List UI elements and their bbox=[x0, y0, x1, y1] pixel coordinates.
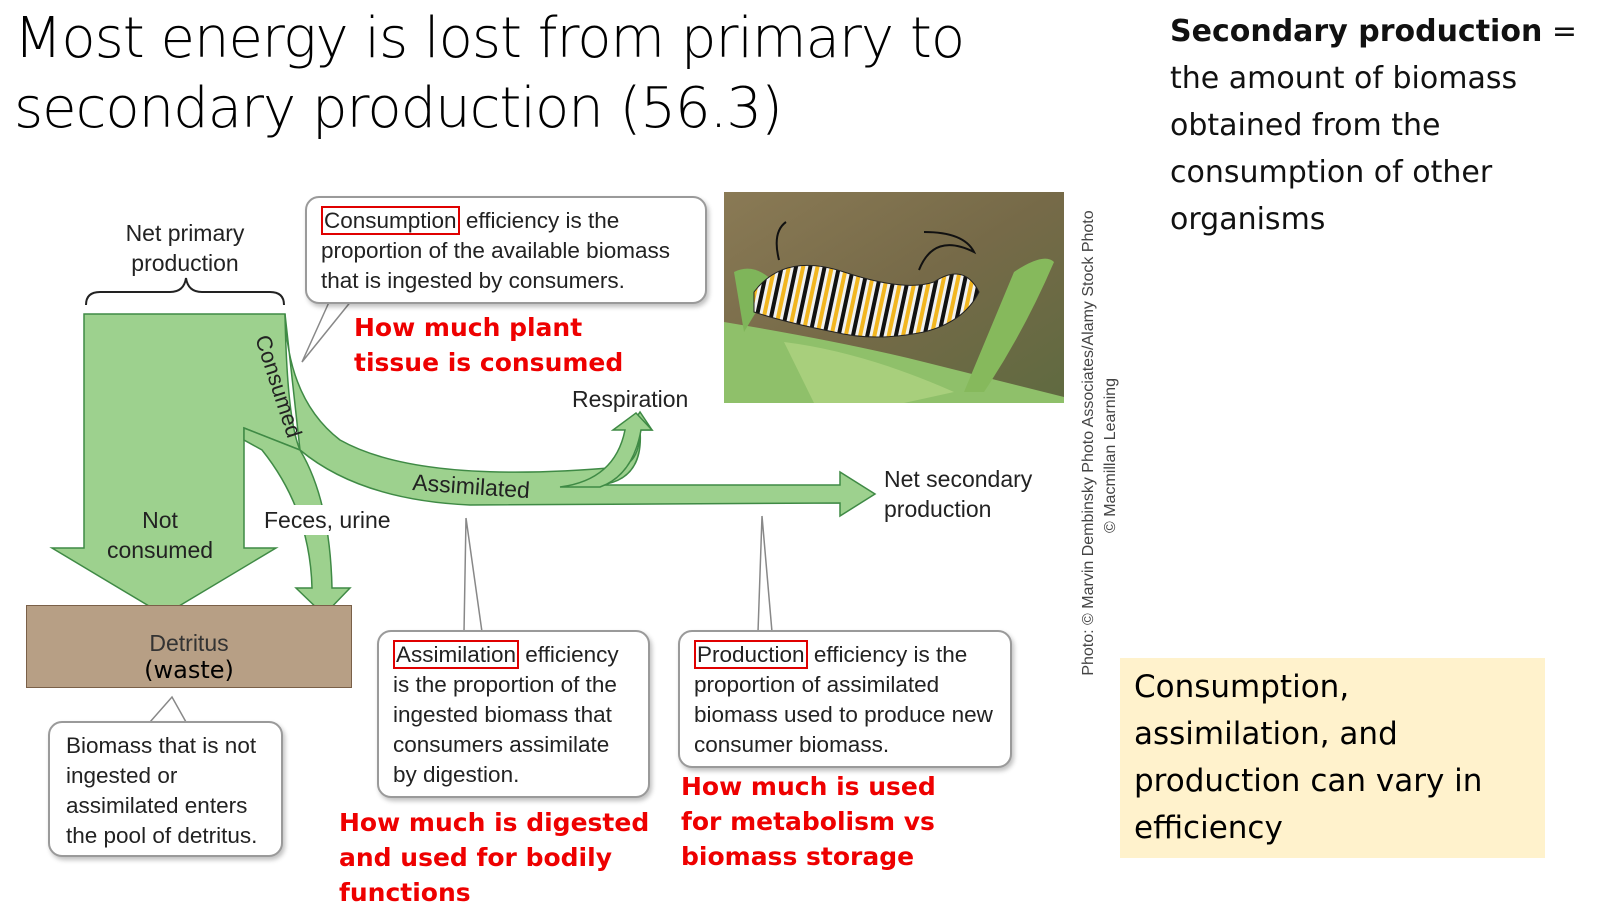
definition-term: Secondary production bbox=[1170, 14, 1543, 49]
detritus-box: Detritus (waste) bbox=[26, 605, 352, 688]
net-secondary-production-label: Net secondary production bbox=[884, 466, 1033, 522]
respiration-arrow bbox=[559, 412, 654, 488]
consumption-callout-text: efficiency is the proportion of the avai… bbox=[321, 208, 670, 293]
net-primary-brace bbox=[85, 277, 285, 306]
definition-text: the amount of biomass obtained from the … bbox=[1170, 61, 1518, 237]
photo-credit-line1: Photo: © Marvin Dembinsky Photo Associat… bbox=[1080, 210, 1097, 676]
photo-credit: Photo: © Marvin Dembinsky Photo Associat… bbox=[1078, 193, 1122, 693]
production-keyword: Production bbox=[694, 640, 808, 669]
feces-urine-arrow bbox=[243, 426, 352, 617]
respiration-label: Respiration bbox=[572, 386, 689, 412]
caterpillar-photo bbox=[724, 192, 1064, 403]
caterpillar-image bbox=[724, 192, 1064, 403]
consumption-efficiency-callout: Consumption efficiency is the proportion… bbox=[305, 196, 707, 304]
detritus-callout-text: Biomass that is not ingested or assimila… bbox=[66, 733, 258, 848]
detritus-pointer bbox=[149, 695, 187, 723]
assimilation-keyword: Assimilation bbox=[393, 640, 520, 669]
summary-box: Consumption, assimilation, and productio… bbox=[1120, 658, 1545, 858]
not-consumed-label: Not consumed bbox=[106, 507, 214, 563]
production-pointer bbox=[757, 515, 773, 633]
feces-urine-label: Feces, urine bbox=[264, 505, 391, 535]
assimilation-callout-text: efficiency is the proportion of the inge… bbox=[393, 642, 619, 787]
consumption-annotation: How much plant tissue is consumed bbox=[354, 313, 624, 377]
consumption-pointer bbox=[301, 299, 353, 363]
slide-title: Most energy is lost from primary to seco… bbox=[14, 6, 965, 141]
production-efficiency-callout: Production efficiency is the proportion … bbox=[678, 630, 1012, 768]
not-consumed-arrow bbox=[49, 313, 302, 616]
photo-credit-line2: © Macmillan Learning bbox=[1102, 378, 1119, 533]
net-primary-production-label: Net primary production bbox=[125, 220, 245, 276]
assimilation-efficiency-callout: Assimilation efficiency is the proportio… bbox=[377, 630, 650, 798]
detritus-callout: Biomass that is not ingested or assimila… bbox=[48, 721, 283, 857]
assimilation-annotation: How much is digested and used for bodily… bbox=[339, 808, 650, 907]
consumption-keyword: Consumption bbox=[321, 206, 460, 235]
assimilation-pointer bbox=[463, 517, 483, 633]
energy-flow-diagram: Consumed Assimilated bbox=[49, 277, 877, 723]
waste-label: (waste) bbox=[144, 656, 234, 684]
production-callout-text: efficiency is the proportion of assimila… bbox=[694, 642, 993, 757]
detritus-label: Detritus bbox=[149, 630, 229, 656]
secondary-production-definition: Secondary production = the amount of bio… bbox=[1170, 8, 1590, 243]
definition-equals: = bbox=[1542, 14, 1577, 49]
production-annotation: How much is used for metabolism vs bioma… bbox=[681, 772, 936, 871]
